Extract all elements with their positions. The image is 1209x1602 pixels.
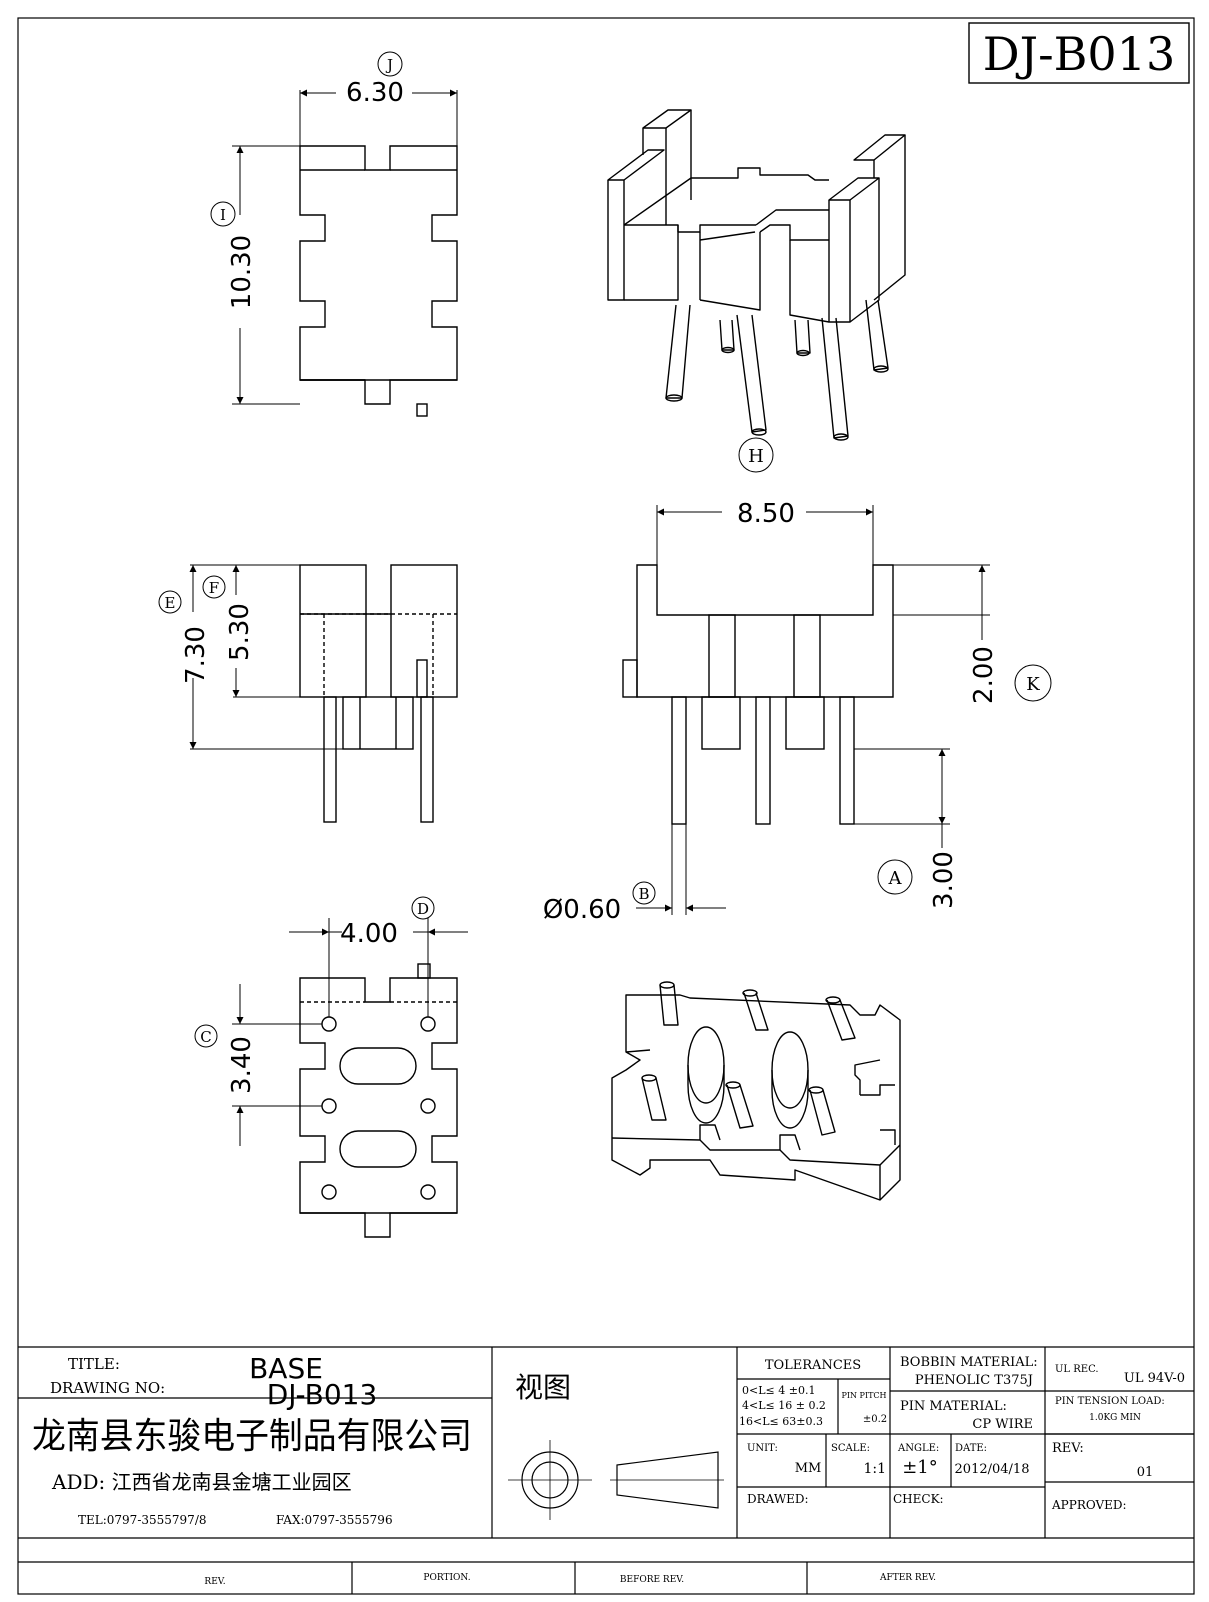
drawed-label: DRAWED: xyxy=(747,1492,809,1506)
pin-material-value: CP WIRE xyxy=(972,1417,1033,1432)
callout-k-circle xyxy=(1014,664,1052,702)
callout-e: E xyxy=(165,594,176,612)
dim-bottom-pitch-x: 4.00 xyxy=(340,919,398,949)
dim-bottom-pitch-y: 3.40 xyxy=(227,1036,257,1094)
date-value: 2012/04/18 xyxy=(955,1462,1030,1477)
callout-i-circle xyxy=(210,201,236,227)
callout-c: C xyxy=(200,1028,211,1046)
callout-e-circle xyxy=(158,590,182,614)
rev-value: 01 xyxy=(1137,1465,1154,1480)
rev-col: REV. xyxy=(204,1577,225,1587)
dim-side-width: 8.50 xyxy=(737,499,795,529)
check-label: CHECK: xyxy=(893,1492,944,1506)
dim-front-body: 5.30 xyxy=(225,603,255,661)
unit-label: UNIT: xyxy=(747,1443,778,1454)
pin-material-label: PIN MATERIAL: xyxy=(900,1399,1007,1414)
tol-row-3: 16<L≤ 63±0.3 xyxy=(739,1415,823,1428)
rev-label: REV: xyxy=(1052,1441,1084,1456)
side-view xyxy=(622,505,990,915)
dim-front-total: 7.30 xyxy=(181,626,211,684)
callout-b: B xyxy=(638,885,649,903)
dim-side-height: 2.00 xyxy=(969,646,999,704)
dim-top-width: 6.30 xyxy=(346,78,404,108)
ul-rec-value: UL 94V-0 xyxy=(1124,1371,1185,1386)
front-view xyxy=(189,564,458,823)
callout-b-circle xyxy=(632,881,656,905)
pin-tension-label: PIN TENSION LOAD: xyxy=(1055,1396,1165,1407)
before-rev-col: BEFORE REV. xyxy=(620,1575,684,1585)
sheet-border xyxy=(17,17,1195,1595)
callout-a-circle xyxy=(877,859,913,895)
callout-c-circle xyxy=(194,1024,218,1048)
angle-label: ANGLE: xyxy=(897,1443,939,1454)
pin-tension-value: 1.0KG MIN xyxy=(1089,1413,1141,1423)
drawing-no-value: DJ-B013 xyxy=(267,1378,378,1411)
scale-label: SCALE: xyxy=(831,1443,870,1454)
bottom-view xyxy=(232,918,468,1238)
callout-d: D xyxy=(417,900,429,918)
company-name: 龙南县东骏电子制品有限公司 xyxy=(32,1416,472,1457)
drawing-code: DJ-B013 xyxy=(983,27,1175,81)
iso-view-top xyxy=(607,109,906,441)
callout-h: H xyxy=(748,446,764,467)
callout-j: J xyxy=(385,56,393,74)
angle-value: ±1° xyxy=(902,1457,938,1478)
callout-i: I xyxy=(220,206,226,224)
callout-f-circle xyxy=(202,575,226,599)
tolerances-label: TOLERANCES xyxy=(765,1358,861,1373)
unit-value: MM xyxy=(795,1461,822,1476)
approved-label: APPROVED: xyxy=(1051,1498,1127,1512)
pin-pitch-value: ±0.2 xyxy=(863,1414,887,1425)
drawing-no-label: DRAWING NO: xyxy=(50,1379,165,1397)
portion-col: PORTION. xyxy=(423,1573,470,1583)
callout-h-circle xyxy=(738,437,774,473)
tol-row-2: 4<L≤ 16 ± 0.2 xyxy=(742,1399,826,1412)
title-block xyxy=(18,1346,1194,1594)
pin-pitch-label: PIN PITCH xyxy=(841,1391,886,1400)
dim-pin-length: 3.00 xyxy=(929,851,959,909)
bobbin-material-value: PHENOLIC T375J xyxy=(915,1373,1033,1388)
title-value: BASE xyxy=(249,1352,323,1385)
after-rev-col: AFTER REV. xyxy=(879,1573,936,1583)
top-view xyxy=(232,89,458,417)
dim-top-height: 10.30 xyxy=(227,235,257,309)
ul-rec-label: UL REC. xyxy=(1055,1364,1099,1375)
callout-d-circle xyxy=(411,896,435,920)
callout-f: F xyxy=(209,579,219,597)
title-label: TITLE: xyxy=(68,1355,120,1373)
code-box xyxy=(968,22,1190,84)
iso-view-bottom xyxy=(611,981,901,1201)
company-fax: FAX:0797-3555796 xyxy=(276,1513,393,1527)
bobbin-material-label: BOBBIN MATERIAL: xyxy=(900,1355,1038,1370)
dim-pin-diameter: Ø0.60 xyxy=(543,895,621,925)
company-tel: TEL:0797-3555797/8 xyxy=(78,1513,207,1527)
callout-k: K xyxy=(1026,674,1040,695)
callout-a: A xyxy=(888,868,903,889)
callout-j-circle xyxy=(377,51,403,77)
date-label: DATE: xyxy=(955,1443,987,1454)
company-address: ADD: 江西省龙南县金塘工业园区 xyxy=(51,1470,352,1494)
scale-value: 1:1 xyxy=(863,1461,886,1477)
view-label: 视图 xyxy=(515,1371,571,1404)
tol-row-1: 0<L≤ 4 ±0.1 xyxy=(742,1384,815,1397)
